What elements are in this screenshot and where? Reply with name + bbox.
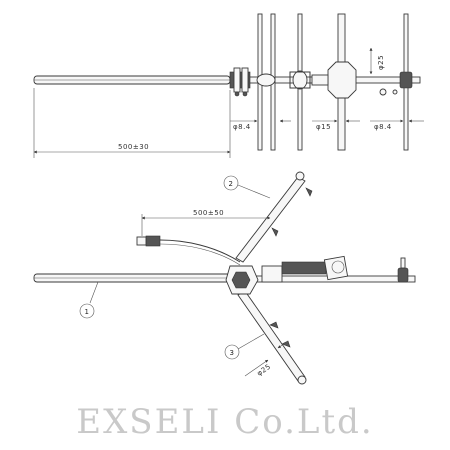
bottom-dimensions: 500±50 φ25: [141, 209, 289, 378]
callout-1: 1: [85, 308, 89, 316]
callout-circle-1: [79, 303, 95, 319]
callout-circle-3: [224, 344, 240, 360]
dim-phi15: φ15: [316, 123, 331, 131]
callout-2: 2: [229, 180, 233, 188]
top-fittings: [256, 70, 311, 90]
bottom-view: 500±50 φ25 1 2 3: [33, 171, 416, 385]
callout-circle-2: [223, 175, 239, 191]
top-view: φ25 φ8.4 φ15 φ8.4 500±30: [33, 13, 424, 158]
dim-phi84-right: φ8.4: [374, 123, 392, 131]
logo-text: EXSELI Co.Ltd.: [76, 402, 373, 442]
cable: [136, 235, 241, 266]
hub: [225, 265, 259, 295]
dim-length-bottom: 500±50: [193, 209, 224, 217]
callout-3: 3: [230, 349, 234, 357]
dim-phi84-left: φ8.4: [233, 123, 251, 131]
callouts: 1 2 3: [79, 175, 271, 360]
top-feed-box: [311, 61, 357, 99]
top-boom: [33, 75, 421, 85]
dim-phi25-top: φ25: [377, 55, 385, 70]
feed-section: [261, 255, 409, 283]
top-right-insulator: [379, 71, 413, 96]
diagonal-element-upper: [235, 171, 313, 263]
top-dimensions: φ25 φ8.4 φ15 φ8.4 500±30: [33, 47, 424, 158]
diagonal-element-lower: [237, 290, 307, 385]
top-mount-clamp: [229, 67, 251, 97]
dim-phi25-bottom: φ25: [256, 362, 273, 377]
bottom-boom: [33, 273, 416, 283]
dim-length-top: 500±30: [118, 143, 149, 151]
company-logo: EXSELI Co.Ltd.: [76, 402, 373, 442]
